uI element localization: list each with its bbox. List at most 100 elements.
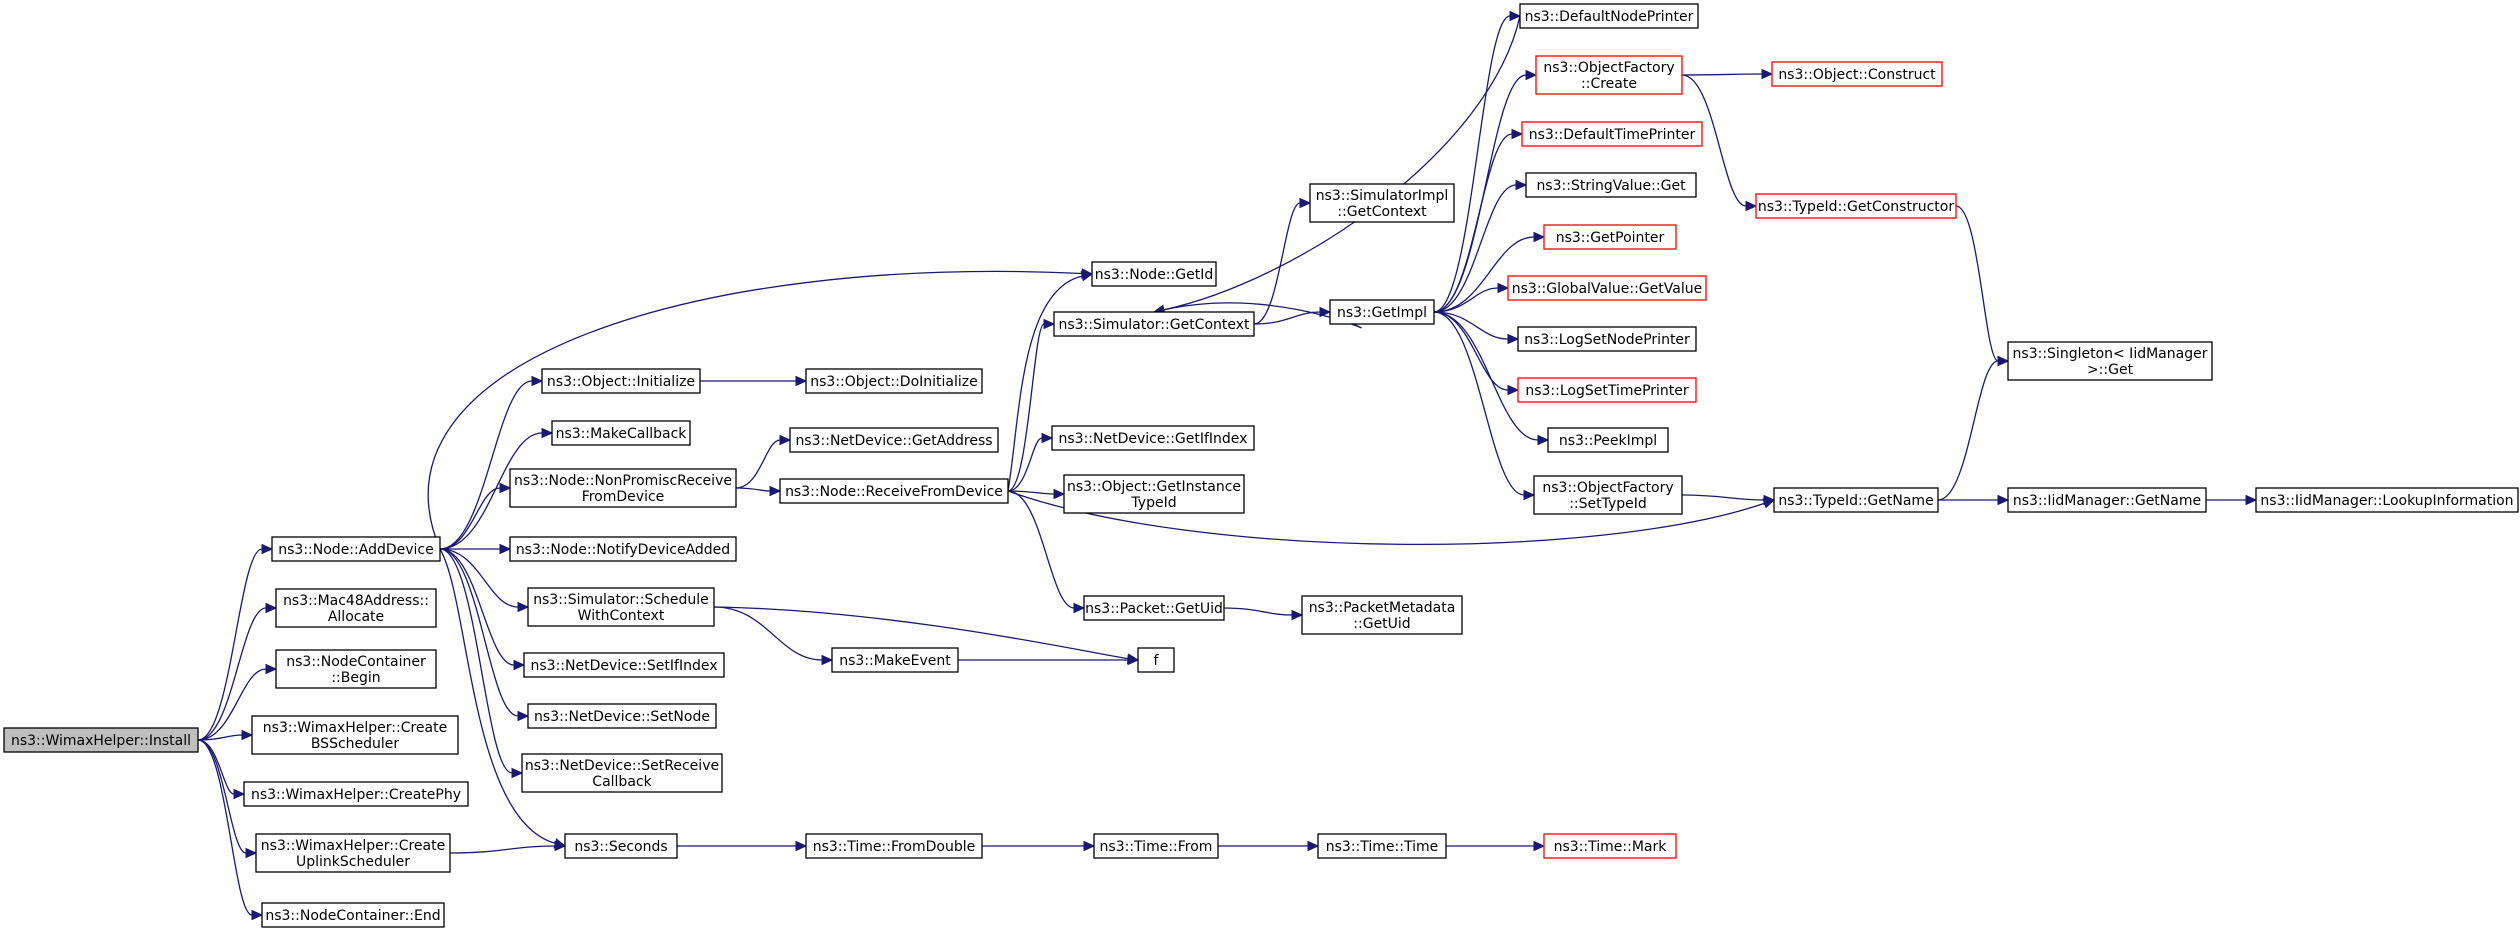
- edge-schedctx-to-makeevent: [713, 606, 823, 661]
- arrowhead-makeevent-to-f: [1127, 654, 1140, 666]
- arrowhead-recvfromdev-to-pktgetuid: [1073, 602, 1086, 614]
- node-getaddress[interactable]: ns3::NetDevice::GetAddress: [789, 427, 999, 453]
- node-simgetctx[interactable]: ns3::Simulator::GetContext: [1053, 311, 1255, 337]
- node-box-adddevice: [271, 536, 441, 562]
- node-box-notifyadded: [509, 536, 737, 562]
- node-box-strvalget: [1525, 172, 1697, 198]
- node-strvalget[interactable]: ns3::StringValue::Get: [1525, 172, 1697, 198]
- node-box-createphy: [243, 781, 469, 807]
- arrowhead-pktgetuid-to-pmgetuid: [1291, 609, 1304, 621]
- node-notifyadded[interactable]: ns3::Node::NotifyDeviceAdded: [509, 536, 737, 562]
- node-timefrom[interactable]: ns3::Time::From: [1093, 833, 1219, 859]
- node-fromdouble[interactable]: ns3::Time::FromDouble: [805, 833, 983, 859]
- node-label-ncend: ns3::NodeContainer::End: [265, 908, 440, 924]
- node-label-nonpromisc-line1: ns3::Node::NonPromiscReceive: [514, 473, 732, 489]
- node-label-adddevice: ns3::Node::AddDevice: [278, 542, 433, 558]
- node-setnode[interactable]: ns3::NetDevice::SetNode: [527, 703, 717, 729]
- node-seconds[interactable]: ns3::Seconds: [564, 833, 678, 859]
- node-label-schedctx-line1: ns3::Simulator::Schedule: [533, 592, 709, 608]
- arrowhead-install-to-createbs: [241, 729, 254, 741]
- arrowhead-recvfromdev-to-nodegetid: [1080, 271, 1094, 282]
- edge-adddevice-to-setnode: [439, 548, 519, 717]
- node-label-getimpl: ns3::GetImpl: [1337, 305, 1427, 321]
- edge-adddevice-to-objinit: [439, 380, 533, 550]
- node-getifindex[interactable]: ns3::NetDevice::GetIfIndex: [1051, 425, 1255, 451]
- arrowhead-getimpl-to-strvalget: [1515, 179, 1528, 191]
- node-label-simimplgetctx-line1: ns3::SimulatorImpl: [1316, 188, 1449, 204]
- arrowhead-getimpl-to-logsetnode: [1507, 333, 1520, 345]
- node-recvfromdev[interactable]: ns3::Node::ReceiveFromDevice: [779, 478, 1009, 504]
- node-createphy[interactable]: ns3::WimaxHelper::CreatePhy: [243, 781, 469, 807]
- node-iidgetname[interactable]: ns3::IidManager::GetName: [2007, 487, 2207, 513]
- node-doinit[interactable]: ns3::Object::DoInitialize: [805, 368, 983, 394]
- arrowhead-simgetctx-to-simimplgetctx: [1299, 197, 1312, 209]
- edge-pktgetuid-to-pmgetuid: [1223, 607, 1293, 616]
- node-label-ofsettypeid-line2: ::SetTypeId: [1569, 496, 1647, 512]
- node-objinit[interactable]: ns3::Object::Initialize: [541, 368, 701, 394]
- node-tidgetctor[interactable]: ns3::TypeId::GetConstructor: [1755, 193, 1957, 219]
- edge-ofcreate-to-tidgetctor: [1681, 74, 1747, 207]
- node-makeevent[interactable]: ns3::MakeEvent: [831, 647, 959, 673]
- node-box-schedctx: [527, 587, 715, 627]
- node-setifindex[interactable]: ns3::NetDevice::SetIfIndex: [523, 652, 725, 678]
- node-box-install: [3, 727, 199, 753]
- node-timetime[interactable]: ns3::Time::Time: [1317, 833, 1447, 859]
- arrowhead-install-to-adddevice: [261, 543, 274, 555]
- edge-install-to-ncbegin: [197, 668, 267, 741]
- node-iidlookup[interactable]: ns3::IidManager::LookupInformation: [2255, 487, 2519, 513]
- edge-getimpl-to-peekimpl: [1433, 311, 1539, 441]
- node-label-notifyadded: ns3::Node::NotifyDeviceAdded: [516, 542, 730, 558]
- node-logsetnode[interactable]: ns3::LogSetNodePrinter: [1517, 326, 1697, 352]
- node-box-pktgetuid: [1083, 595, 1225, 621]
- node-peekimpl[interactable]: ns3::PeekImpl: [1547, 427, 1669, 453]
- node-box-tidgetctor: [1755, 193, 1957, 219]
- node-simimplgetctx[interactable]: ns3::SimulatorImpl::GetContext: [1309, 183, 1455, 223]
- edge-install-to-adddevice: [197, 548, 263, 741]
- node-label-iidlookup: ns3::IidManager::LookupInformation: [2260, 493, 2513, 509]
- arrowhead-adddevice-to-nonpromisc: [499, 482, 512, 494]
- edge-nonpromisc-to-getaddress: [735, 439, 781, 489]
- node-objconstruct[interactable]: ns3::Object::Construct: [1771, 61, 1943, 87]
- node-label-defnodeprinter: ns3::DefaultNodePrinter: [1525, 9, 1694, 25]
- node-mac48[interactable]: ns3::Mac48Address::Allocate: [275, 588, 437, 628]
- node-install[interactable]: ns3::WimaxHelper::Install: [3, 727, 199, 753]
- node-getimpl[interactable]: ns3::GetImpl: [1329, 299, 1435, 325]
- node-label-logsetnode: ns3::LogSetNodePrinter: [1524, 332, 1690, 348]
- node-defnodeprinter[interactable]: ns3::DefaultNodePrinter: [1519, 3, 1699, 29]
- node-box-nonpromisc: [509, 468, 737, 508]
- node-getpointer[interactable]: ns3::GetPointer: [1543, 224, 1677, 250]
- node-box-timetime: [1317, 833, 1447, 859]
- node-ofsettypeid[interactable]: ns3::ObjectFactory::SetTypeId: [1533, 475, 1683, 515]
- node-deftimeprinter[interactable]: ns3::DefaultTimePrinter: [1521, 121, 1703, 147]
- arrowhead-fromdouble-to-timefrom: [1083, 840, 1096, 852]
- arrowhead-recvfromdev-to-simgetctx: [1043, 318, 1056, 330]
- node-pktgetuid[interactable]: ns3::Packet::GetUid: [1083, 595, 1225, 621]
- arrowhead-getimpl-to-peekimpl: [1537, 434, 1550, 446]
- node-ncbegin[interactable]: ns3::NodeContainer::Begin: [275, 649, 437, 689]
- edge-recvfromdev-to-getifindex: [1007, 437, 1043, 492]
- node-label-nonpromisc-line2: FromDevice: [582, 489, 665, 505]
- node-ofcreate[interactable]: ns3::ObjectFactory::Create: [1535, 55, 1683, 95]
- node-label-setnode: ns3::NetDevice::SetNode: [534, 709, 710, 725]
- node-singletonget[interactable]: ns3::Singleton< IidManager >::Get: [2007, 341, 2213, 381]
- node-timemark[interactable]: ns3::Time::Mark: [1543, 833, 1677, 859]
- arrowhead-getimpl-to-gvgetvalue: [1497, 282, 1510, 294]
- node-label-createul-line1: ns3::WimaxHelper::Create: [261, 838, 445, 854]
- node-box-gvgetvalue: [1507, 275, 1707, 301]
- node-gvgetvalue[interactable]: ns3::GlobalValue::GetValue: [1507, 275, 1707, 301]
- node-box-peekimpl: [1547, 427, 1669, 453]
- node-logsettime[interactable]: ns3::LogSetTimePrinter: [1517, 377, 1697, 403]
- node-pmgetuid[interactable]: ns3::PacketMetadata::GetUid: [1301, 595, 1463, 635]
- node-makecb[interactable]: ns3::MakeCallback: [551, 420, 691, 446]
- node-ncend[interactable]: ns3::NodeContainer::End: [261, 902, 445, 928]
- node-adddevice[interactable]: ns3::Node::AddDevice: [271, 536, 441, 562]
- node-f[interactable]: f: [1137, 647, 1175, 673]
- node-nodegetid[interactable]: ns3::Node::GetId: [1091, 261, 1217, 287]
- node-tidgetname[interactable]: ns3::TypeId::GetName: [1773, 487, 1939, 513]
